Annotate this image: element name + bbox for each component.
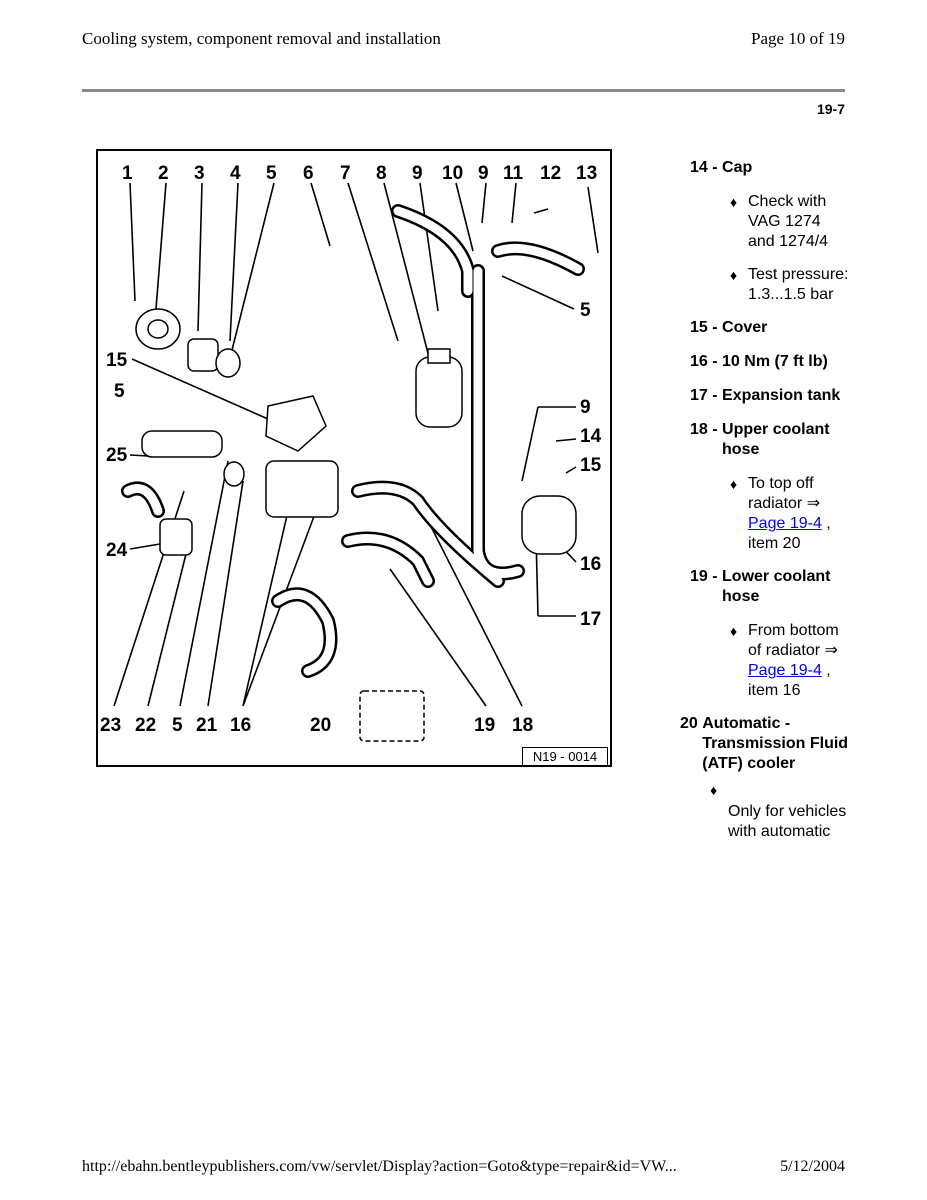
- diamond-bullet-icon: ♦: [710, 782, 718, 798]
- note: ♦ From bottom of radiator ⇒ Page 19-4 , i…: [690, 621, 850, 701]
- exploded-diagram: 1 2 3 4 5 6 7 8 9 10 9 11 12 13 15 5 25 …: [96, 149, 612, 767]
- callout-9b: 9: [478, 163, 489, 184]
- footer-url: http://ebahn.bentleypublishers.com/vw/se…: [82, 1158, 677, 1175]
- item-number: 14 -: [690, 159, 723, 176]
- note-text: , item 20: [748, 515, 831, 552]
- diamond-bullet-icon: ♦: [730, 194, 738, 210]
- note: ♦ Only for vehicles with automatic: [690, 782, 850, 842]
- item-number: 15 -: [690, 319, 723, 336]
- callout-right-14: 14: [580, 426, 602, 447]
- callout-7: 7: [340, 163, 351, 184]
- item-label: Expansion tank: [722, 387, 841, 404]
- side-callouts: 15 5 25 24 5 9 14 15 16 17: [106, 300, 602, 630]
- callout-11: 11: [503, 163, 524, 184]
- page-link[interactable]: Page 19-4: [748, 515, 822, 532]
- callout-right-16: 16: [580, 554, 601, 575]
- callout-right-5: 5: [580, 300, 591, 321]
- section-number: 19-7: [816, 101, 845, 117]
- note: ♦ Test pressure: 1.3...1.5 bar: [690, 265, 850, 305]
- item-17: 17 - Expansion tank: [690, 386, 850, 406]
- bottom-callouts: 23 22 5 21 16 20 19 18: [100, 715, 533, 736]
- callout-21: 21: [196, 715, 218, 736]
- callout-3: 3: [194, 163, 205, 184]
- callout-9: 9: [412, 163, 423, 184]
- item-number: 20: [680, 715, 703, 732]
- figure-tag: N19 - 0014: [522, 747, 608, 767]
- callout-8: 8: [376, 163, 387, 184]
- item-label: Cap: [722, 159, 753, 176]
- cooling-system-drawing: 1 2 3 4 5 6 7 8 9 10 9 11 12 13 15 5 25 …: [100, 163, 602, 742]
- callout-16-bottom: 16: [230, 715, 251, 736]
- item-label: Lower coolant hose: [722, 568, 831, 605]
- callout-6: 6: [303, 163, 314, 184]
- callout-5-bottom: 5: [172, 715, 183, 736]
- callout-left-5: 5: [114, 381, 125, 402]
- callout-23: 23: [100, 715, 121, 736]
- callout-20: 20: [310, 715, 331, 736]
- callout-right-15: 15: [580, 455, 602, 476]
- callout-10: 10: [442, 163, 463, 184]
- footer-date: 5/12/2004: [780, 1158, 845, 1175]
- callout-left-24: 24: [106, 540, 128, 561]
- callout-5: 5: [266, 163, 277, 184]
- hose-highlights: [123, 206, 583, 676]
- callout-right-17: 17: [580, 609, 601, 630]
- item-19: 19 - Lower coolant hose: [690, 567, 850, 607]
- diamond-bullet-icon: ♦: [730, 267, 738, 283]
- item-list: 14 - Cap ♦ Check with VAG 1274 and 1274/4…: [680, 158, 850, 842]
- item-number: 19 -: [690, 568, 723, 585]
- note: ♦ To top off radiator ⇒ Page 19-4 , item …: [690, 474, 850, 554]
- item-18: 18 - Upper coolant hose: [690, 420, 850, 460]
- page-indicator: Page 10 of 19: [751, 29, 845, 48]
- item-15: 15 - Cover: [690, 318, 850, 338]
- callout-18: 18: [512, 715, 533, 736]
- item-label: Automatic - Transmission Fluid (ATF) coo…: [702, 715, 849, 772]
- item-number: 17 -: [690, 387, 723, 404]
- note-text: To top off radiator ⇒: [748, 475, 821, 512]
- document-title: Cooling system, component removal and in…: [82, 29, 441, 48]
- item-20: 20 Automatic - Transmission Fluid (ATF) …: [680, 714, 850, 774]
- diamond-bullet-icon: ♦: [730, 476, 738, 492]
- callout-4: 4: [230, 163, 241, 184]
- item-16: 16 - 10 Nm (7 ft lb): [690, 352, 850, 372]
- component-shapes: [135, 308, 577, 742]
- top-callouts: 1 2 3 4 5 6 7 8 9 10 9 11 12 13: [122, 163, 597, 184]
- note-text: Test pressure: 1.3...1.5 bar: [748, 266, 849, 303]
- page-link[interactable]: Page 19-4: [748, 662, 822, 679]
- callout-1: 1: [122, 163, 133, 184]
- callout-19: 19: [474, 715, 495, 736]
- callout-22: 22: [135, 715, 156, 736]
- item-label: Cover: [722, 319, 768, 336]
- note-text: , item 16: [748, 662, 831, 699]
- callout-left-25: 25: [106, 445, 128, 466]
- callout-2: 2: [158, 163, 169, 184]
- item-number: 18 -: [690, 421, 723, 438]
- callout-left-15: 15: [106, 350, 128, 371]
- note: ♦ Check with VAG 1274 and 1274/4: [690, 192, 850, 252]
- callout-12: 12: [540, 163, 561, 184]
- note-text: Only for vehicles with automatic: [728, 803, 847, 840]
- note-text: From bottom of radiator ⇒: [748, 622, 839, 659]
- item-label: Upper coolant hose: [722, 421, 830, 458]
- callout-right-9: 9: [580, 397, 591, 418]
- diamond-bullet-icon: ♦: [730, 623, 738, 639]
- callout-13: 13: [576, 163, 597, 184]
- header-divider: [82, 89, 845, 92]
- item-number: 16 -: [690, 353, 723, 370]
- item-label: 10 Nm (7 ft lb): [722, 353, 828, 370]
- note-text: Check with VAG 1274 and 1274/4: [748, 193, 829, 250]
- item-14: 14 - Cap: [690, 158, 850, 178]
